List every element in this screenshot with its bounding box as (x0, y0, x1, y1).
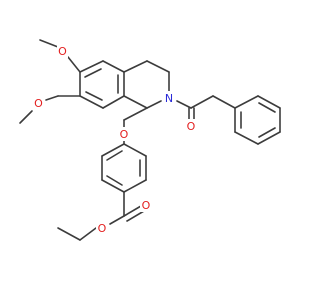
molecule-drawing: O O O N O O O (19, 39, 281, 241)
bond (57, 227, 81, 241)
bond (123, 205, 142, 217)
bond (67, 56, 81, 73)
bond (123, 60, 148, 73)
bond (258, 127, 276, 138)
bond (123, 143, 147, 157)
bond (257, 95, 281, 109)
bond (79, 95, 104, 109)
atom-label-oxygen: O (98, 222, 107, 235)
bond (102, 95, 125, 109)
bond (123, 107, 148, 121)
atom-label-oxygen: O (142, 199, 151, 212)
bond (39, 39, 59, 48)
bond (146, 100, 162, 109)
bond (102, 60, 125, 73)
bond (85, 91, 103, 101)
bond (234, 131, 259, 145)
bond (101, 143, 125, 157)
bond (257, 131, 281, 145)
bond (79, 60, 104, 73)
bond (212, 95, 236, 109)
bond (176, 100, 192, 109)
bond (106, 175, 123, 186)
atom-label-oxygen: O (34, 97, 43, 110)
atom-label-oxygen: O (120, 128, 129, 141)
bond (123, 179, 147, 193)
bond (126, 210, 145, 222)
bond (106, 150, 123, 161)
bond (84, 68, 102, 78)
bond (146, 60, 170, 73)
bond (123, 95, 148, 109)
atom-label-oxygen: O (187, 120, 196, 133)
bond (45, 95, 59, 101)
atom-label-oxygen: O (58, 45, 67, 58)
bond (109, 215, 125, 225)
structure-canvas: O O O N O O O (19, 39, 281, 241)
bond (79, 227, 97, 241)
atom-label-nitrogen: N (165, 92, 173, 105)
bond (234, 95, 259, 109)
bond-layer (19, 39, 281, 241)
bond (190, 95, 214, 109)
bond (258, 102, 276, 113)
bond (19, 110, 33, 124)
atom-label-layer: O O O N O O O (33, 44, 197, 235)
bond (101, 179, 125, 193)
